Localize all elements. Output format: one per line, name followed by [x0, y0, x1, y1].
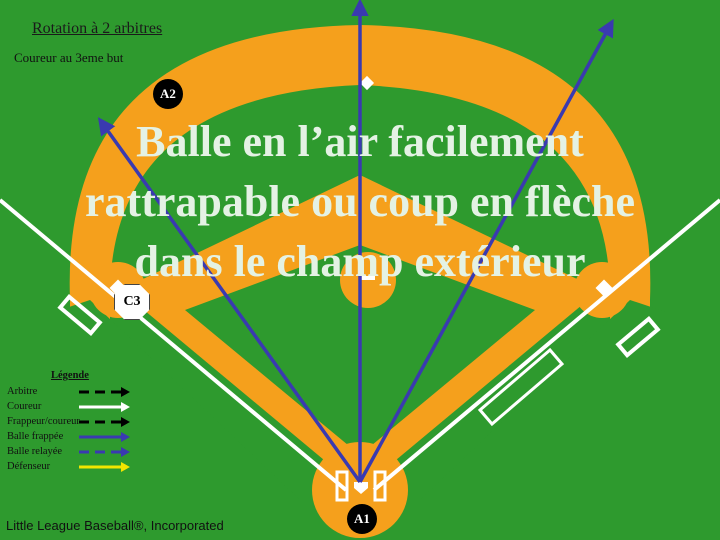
yellow-arrow-icon	[79, 462, 130, 472]
umpire-c3-marker: C3	[114, 284, 150, 320]
legend-label: Défenseur	[7, 461, 51, 472]
headline: Balle en l’air facilement rattrapable ou…	[40, 112, 680, 292]
second-base	[359, 75, 375, 91]
blue-arrow-icon	[79, 432, 130, 442]
first-base-coach-box	[615, 315, 661, 359]
home-plate	[354, 482, 368, 494]
legend-title: Légende	[51, 370, 89, 381]
first-base	[595, 279, 613, 297]
left-batter-box	[335, 470, 349, 502]
right-foul-line	[372, 198, 720, 492]
legend-panel: Légende Arbitre Coureur Frappeur/coureur…	[5, 368, 133, 474]
diagram-subtitle: Coureur au 3eme but	[14, 50, 124, 65]
right-batter-box	[373, 470, 387, 502]
legend-label: Coureur	[7, 401, 42, 412]
legend-item-coureur: Coureur	[7, 401, 133, 414]
ball-path-right	[358, 18, 614, 483]
runner-lane	[477, 347, 565, 427]
diagram-title: Rotation à 2 arbitres	[32, 20, 163, 37]
third-base-coach-box	[57, 293, 103, 337]
pitcher-rubber	[361, 276, 375, 280]
legend-item-balle-frappee: Balle frappée	[7, 431, 133, 444]
left-foul-area	[0, 300, 300, 540]
headline-line-3: dans le champ extérieur	[134, 237, 586, 286]
umpire-a1-badge: A1	[347, 504, 377, 534]
right-foul-area	[420, 300, 720, 540]
ball-path-left	[97, 117, 362, 484]
legend-label: Balle frappée	[7, 431, 64, 442]
blue-dashed-arrow-icon	[79, 447, 130, 457]
legend-label: Arbitre	[7, 386, 38, 397]
copyright-notice: Little League Baseball®, Incorporated	[6, 518, 224, 533]
headline-line-1: Balle en l’air facilement	[136, 117, 584, 166]
black-dashed-arrow-icon	[79, 387, 130, 397]
legend-item-balle-relayee: Balle relayée	[7, 446, 133, 459]
legend-item-arbitre: Arbitre	[7, 386, 133, 399]
black-dashed-arrow-icon	[79, 417, 130, 427]
headline-line-2: rattrapable ou coup en flèche	[85, 177, 635, 226]
left-foul-line	[0, 198, 348, 492]
legend-label: Frappeur/coureur	[7, 416, 80, 427]
umpire-a2-badge: A2	[153, 79, 183, 109]
legend-item-defenseur: Défenseur	[7, 461, 133, 474]
legend-item-frappeur-coureur: Frappeur/coureur	[7, 416, 133, 429]
legend-label: Balle relayée	[7, 446, 63, 457]
white-arrow-icon	[79, 402, 130, 412]
